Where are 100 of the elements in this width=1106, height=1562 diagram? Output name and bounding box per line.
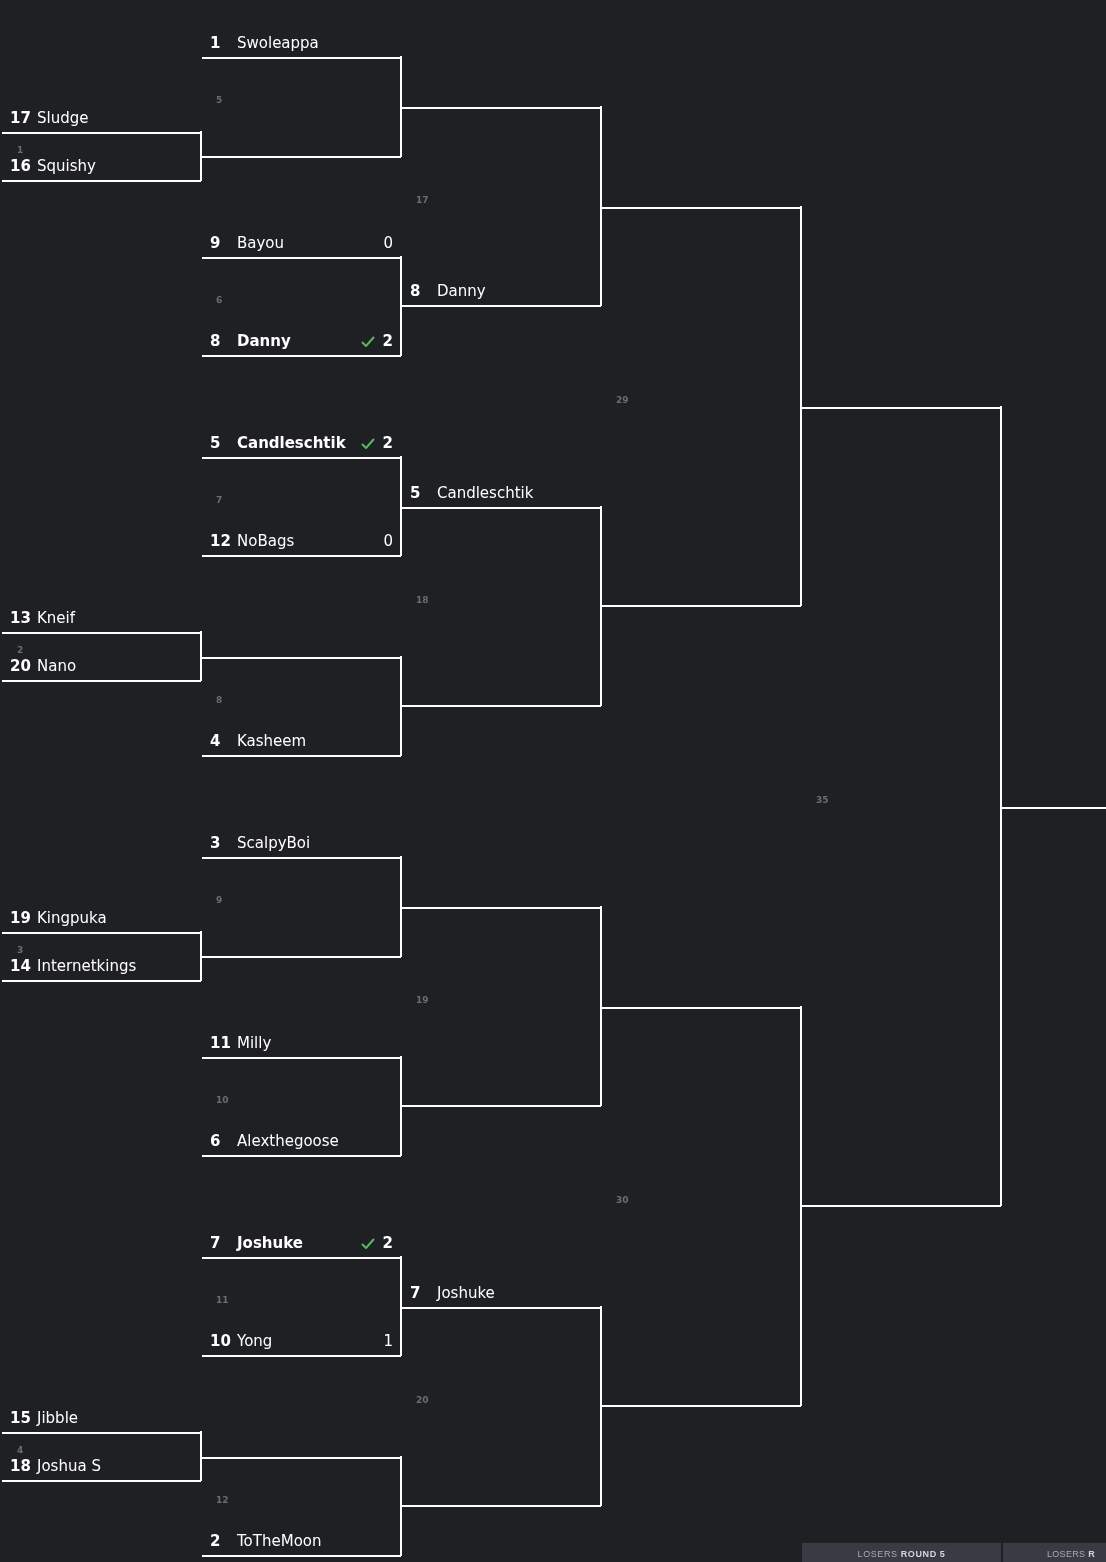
player-name: Swoleappa <box>237 34 319 52</box>
seed-number: 14 <box>10 957 32 975</box>
bracket-connector <box>399 1306 403 1356</box>
score: 1 <box>383 1332 393 1350</box>
player-name: Yong <box>237 1332 273 1350</box>
bracket-connector <box>399 256 403 306</box>
bracket-connector <box>399 304 403 356</box>
player-name: ScalpyBoi <box>237 834 311 852</box>
player-name: ToTheMoon <box>237 1532 322 1550</box>
player-name: Milly <box>237 1034 272 1052</box>
match-number: 29 <box>616 395 629 405</box>
player-name: Kneif <box>37 609 76 627</box>
player-name: Kasheem <box>237 732 307 750</box>
match-number: 18 <box>416 595 429 605</box>
match-number: 35 <box>816 795 829 805</box>
bracket-connector <box>399 506 403 556</box>
player-name: Internetkings <box>37 957 137 975</box>
seed-number: 13 <box>10 609 32 627</box>
seed-number: 8 <box>210 332 222 350</box>
bracket-connector <box>399 456 403 508</box>
player-name: Joshuke <box>237 1234 303 1252</box>
player-name: Jibble <box>37 1409 79 1427</box>
seed-number: 1 <box>210 34 222 52</box>
player-name: Candleschtik <box>237 434 346 452</box>
player-name: Kingpuka <box>37 909 107 927</box>
seed-number: 17 <box>10 109 32 127</box>
match-number: 30 <box>616 1195 629 1205</box>
bracket-connector <box>399 1504 403 1556</box>
bracket-connector <box>199 631 203 658</box>
seed-number: 5 <box>210 434 222 452</box>
seed-number: 19 <box>10 909 32 927</box>
bracket-connector <box>799 206 803 408</box>
match-number: 12 <box>216 1495 229 1505</box>
bracket-connector <box>199 155 203 181</box>
bracket-connector <box>599 1306 603 1406</box>
bracket-connector <box>999 806 1003 1206</box>
player-name: Candleschtik <box>437 484 534 502</box>
seed-number: 4 <box>210 732 222 750</box>
player-name: Alexthegoose <box>237 1132 339 1150</box>
seed-number: 20 <box>10 657 32 675</box>
bracket-connector <box>399 1256 403 1308</box>
seed-number: 3 <box>210 834 222 852</box>
bracket-connector <box>199 656 203 681</box>
bracket-connector <box>199 1431 203 1458</box>
match-number: 19 <box>416 995 429 1005</box>
bracket-connector <box>399 1104 403 1156</box>
seed-number: 16 <box>10 157 32 175</box>
bracket-connector <box>399 856 403 908</box>
seed-number: 2 <box>210 1532 222 1550</box>
seed-number: 12 <box>210 532 232 550</box>
seed-number: 5 <box>410 484 422 502</box>
match-number: 5 <box>216 95 223 105</box>
bracket-connector <box>599 1006 603 1106</box>
player-name: Danny <box>237 332 291 350</box>
seed-number: 11 <box>210 1034 232 1052</box>
score: 2 <box>382 1234 393 1252</box>
bracket-connector <box>399 704 403 756</box>
player-name: Joshuke <box>437 1284 495 1302</box>
match-number: 4 <box>17 1445 24 1455</box>
player-name: Joshua S <box>37 1457 101 1475</box>
match-number: 3 <box>17 945 24 955</box>
player-name: Bayou <box>237 234 285 252</box>
bracket-connector <box>599 106 603 208</box>
score: 0 <box>383 234 393 252</box>
seed-number: 6 <box>210 1132 222 1150</box>
bracket-connector <box>599 1404 603 1506</box>
round-tab: LOSERS R <box>1003 1543 1106 1562</box>
bracket-connector <box>399 906 403 957</box>
match-number: 9 <box>216 895 223 905</box>
bracket-connector <box>399 1056 403 1106</box>
bracket-connector <box>399 656 403 706</box>
player-name: Nano <box>37 657 77 675</box>
match-number: 20 <box>416 1395 429 1405</box>
match-number: 2 <box>17 645 24 655</box>
bracket-connector <box>199 931 203 957</box>
bracket-connector <box>399 56 403 108</box>
match-number: 17 <box>416 195 429 205</box>
player-name: Squishy <box>37 157 96 175</box>
score: 2 <box>382 434 393 452</box>
seed-number: 7 <box>210 1234 222 1252</box>
seed-number: 10 <box>210 1332 232 1350</box>
bracket-connector <box>199 955 203 981</box>
bracket-connector <box>199 1456 203 1481</box>
score: 0 <box>383 532 393 550</box>
bracket-connector <box>599 604 603 706</box>
bracket-connector <box>799 1204 803 1406</box>
bracket-connector <box>599 506 603 606</box>
bracket-connector <box>799 1006 803 1206</box>
bracket-connector <box>399 106 403 157</box>
seed-number: 15 <box>10 1409 32 1427</box>
seed-number: 7 <box>410 1284 422 1302</box>
seed-number: 8 <box>410 282 422 300</box>
bracket-connector <box>999 406 1003 808</box>
bracket-connector <box>399 1456 403 1506</box>
round-tab: LOSERS ROUND 5 <box>802 1543 1001 1562</box>
bracket-connector <box>599 906 603 1008</box>
bracket-connector <box>199 131 203 157</box>
score: 2 <box>382 332 393 350</box>
seed-number: 9 <box>210 234 222 252</box>
match-number: 8 <box>216 695 223 705</box>
